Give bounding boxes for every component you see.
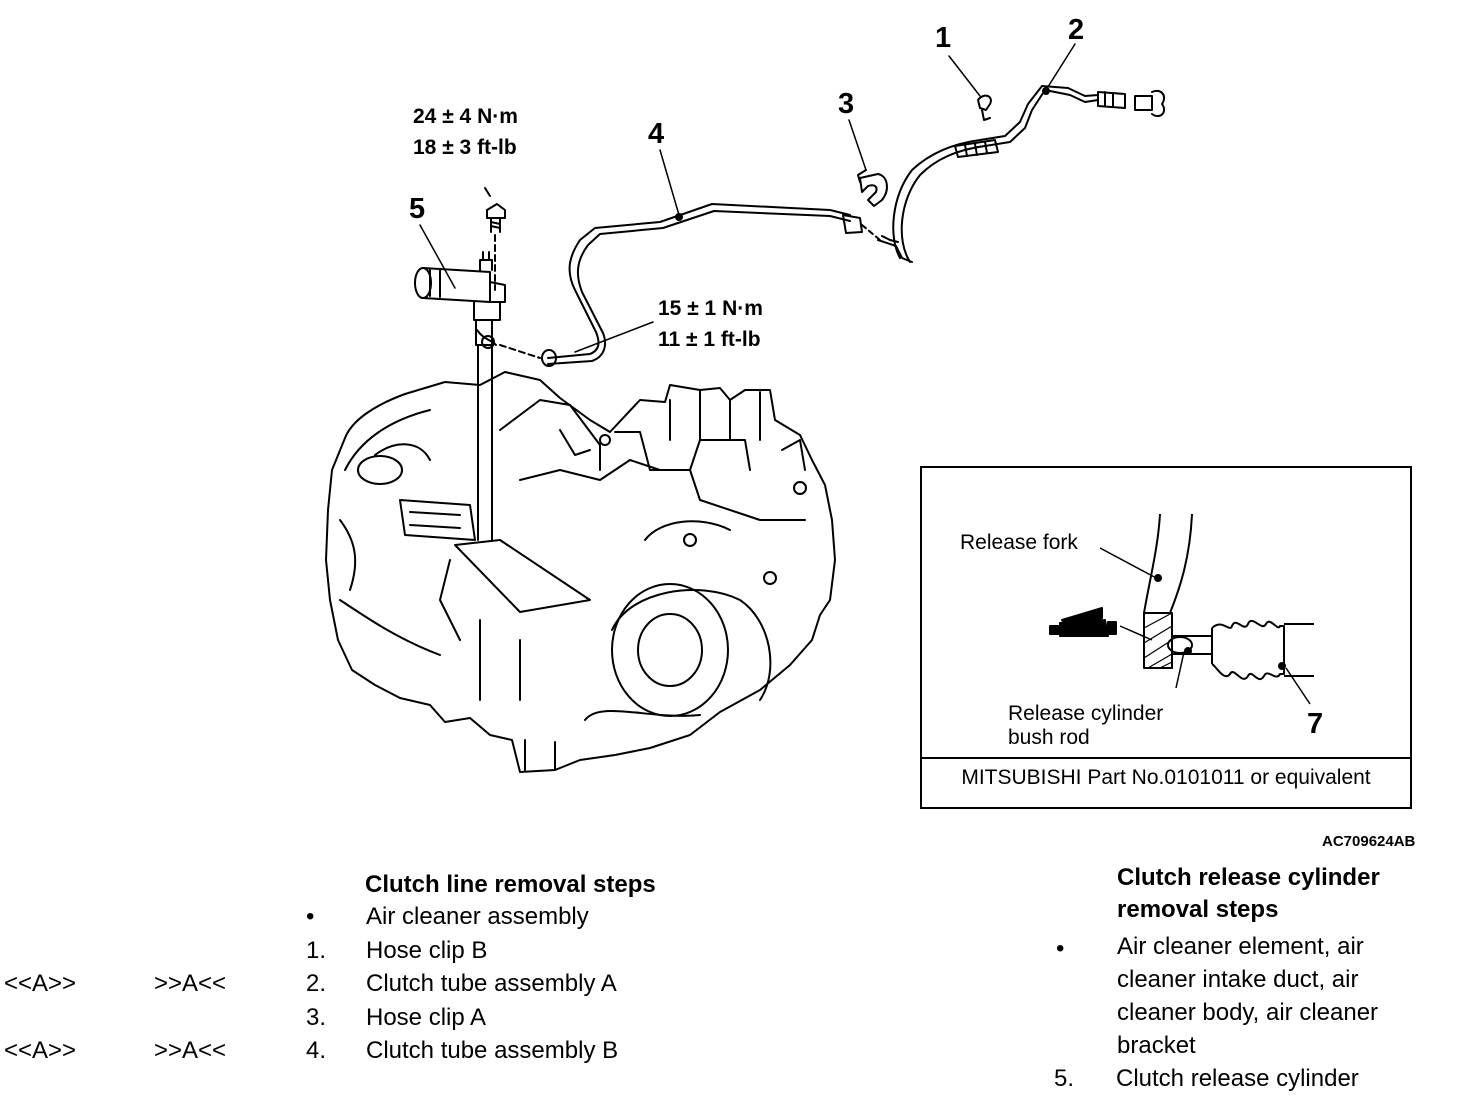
leader-lines bbox=[419, 43, 1076, 353]
removal-service-point: <<A>> bbox=[4, 970, 77, 997]
step-text: Clutch tube assembly A bbox=[366, 970, 617, 997]
release-cylinder-drawing bbox=[414, 251, 506, 541]
grease-application-inset: Release fork Release cylinder bush rod 7… bbox=[920, 466, 1412, 809]
clutch-line-exploded-diagram bbox=[325, 43, 1166, 773]
step-text: Clutch tube assembly B bbox=[366, 1037, 619, 1064]
step-text-line: cleaner body, air cleaner bbox=[1117, 999, 1379, 1026]
removal-service-point: <<A>> bbox=[4, 1037, 77, 1064]
torque-spec-tube: 15 ± 1 N·m 11 ± 1 ft-lb bbox=[658, 293, 763, 355]
grease-tube-icon bbox=[1049, 607, 1117, 637]
inset-divider bbox=[922, 757, 1410, 759]
step-number: 4. bbox=[306, 1037, 327, 1064]
torque-ftlb: 11 ± 1 ft-lb bbox=[658, 328, 761, 351]
mounting-bolt-drawing bbox=[484, 187, 506, 291]
step-text-line: Air cleaner element, air bbox=[1117, 933, 1364, 960]
step-text: Air cleaner element, air cleaner intake … bbox=[1117, 930, 1378, 1062]
step-bullet: • bbox=[1056, 935, 1065, 962]
release-fork-left-edge bbox=[1143, 513, 1161, 668]
step-bullet: • bbox=[306, 903, 315, 930]
hose-clip-b-drawing bbox=[977, 94, 992, 121]
callout-4: 4 bbox=[648, 118, 665, 150]
bush-rod-label: Release cylinder bush rod bbox=[1008, 702, 1163, 750]
step-number: 2. bbox=[306, 970, 327, 997]
release-cylinder-steps-title: Clutch release cylinder removal steps bbox=[1117, 864, 1380, 924]
title-line2: removal steps bbox=[1117, 896, 1279, 923]
torque-nm: 24 ± 4 N·m bbox=[413, 105, 518, 128]
clutch-line-steps-title: Clutch line removal steps bbox=[365, 871, 656, 898]
torque-ftlb: 18 ± 3 ft-lb bbox=[413, 136, 517, 159]
title-line1: Clutch release cylinder bbox=[1117, 864, 1380, 891]
torque-nm: 15 ± 1 N·m bbox=[658, 297, 763, 320]
release-fork-label: Release fork bbox=[960, 531, 1078, 554]
hose-clip-a-drawing bbox=[857, 169, 888, 207]
step-text-line: cleaner intake duct, air bbox=[1117, 966, 1359, 993]
bush-rod-label-line2: bush rod bbox=[1008, 726, 1090, 749]
release-fork-right-edge bbox=[1169, 513, 1193, 668]
step-text: Air cleaner assembly bbox=[366, 903, 589, 930]
step-text-line: bracket bbox=[1117, 1032, 1196, 1059]
torque-spec-bolt: 24 ± 4 N·m 18 ± 3 ft-lb bbox=[413, 101, 518, 163]
step-number: 5. bbox=[1054, 1065, 1075, 1092]
inset-drawing bbox=[1049, 513, 1314, 705]
inset-caption: MITSUBISHI Part No.0101011 or equivalent bbox=[961, 766, 1371, 789]
callout-2: 2 bbox=[1068, 14, 1085, 46]
callout-5: 5 bbox=[409, 193, 426, 225]
transmission-case-drawing bbox=[325, 371, 836, 773]
installation-service-point: >>A<< bbox=[154, 1037, 227, 1064]
step-text: Hose clip A bbox=[366, 1004, 487, 1031]
clutch-tube-a-drawing bbox=[877, 85, 1166, 263]
step-number: 3. bbox=[306, 1004, 327, 1031]
installation-service-point: >>A<< bbox=[154, 970, 227, 997]
figure-id: AC709624AB bbox=[1322, 833, 1416, 850]
step-text: Clutch release cylinder bbox=[1116, 1065, 1359, 1092]
callout-1: 1 bbox=[935, 22, 952, 54]
bush-rod-label-line1: Release cylinder bbox=[1008, 702, 1164, 725]
callout-7: 7 bbox=[1307, 708, 1324, 740]
clutch-tube-b-drawing bbox=[499, 203, 881, 367]
callout-3: 3 bbox=[838, 88, 855, 120]
step-number: 1. bbox=[306, 937, 327, 964]
step-text: Hose clip B bbox=[366, 937, 488, 964]
